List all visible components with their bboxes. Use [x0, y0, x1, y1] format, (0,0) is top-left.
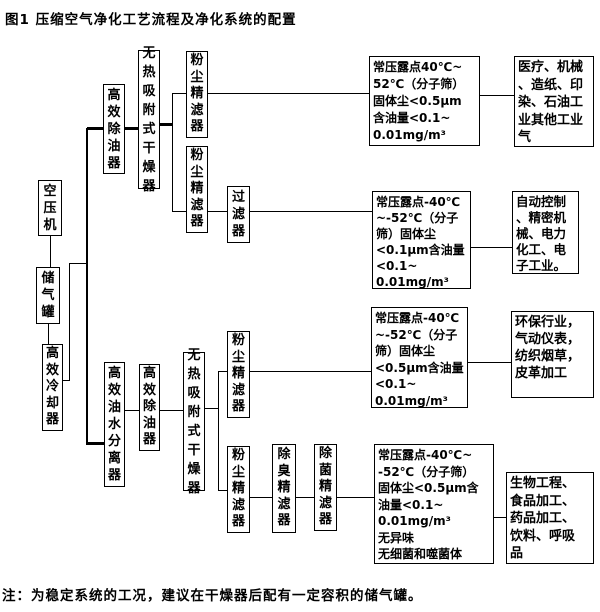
connector-line	[125, 127, 138, 130]
connector-line	[172, 93, 173, 212]
connector-line	[250, 497, 272, 498]
application-box-2: 自动控制 、精密机 械、电力 化工、电 子工业。	[512, 191, 579, 274]
connector-line	[250, 371, 371, 372]
figure-title: 图1 压缩空气净化工艺流程及净化系统的配置	[5, 12, 297, 28]
connector-line	[86, 128, 88, 444]
connector-line	[86, 442, 104, 445]
connector-line	[218, 371, 219, 490]
spec-box-2: 常压露点-40℃ ~-52℃（分子 筛）固体尘 <0.1μm含油量 <0.1~ …	[372, 191, 471, 289]
figure-note: 注：为稳定系统的工况，建议在干燥器后配有一定容积的储气罐。	[2, 588, 423, 604]
connector-line	[494, 517, 506, 518]
connector-line	[63, 380, 70, 381]
connector-line	[50, 236, 51, 267]
connector-line	[125, 410, 139, 411]
connector-line	[160, 410, 183, 411]
node-dust-fine-filter-3: 粉尘精滤器	[227, 331, 250, 418]
node-dust-fine-filter-4: 粉尘精滤器	[227, 446, 250, 533]
connector-line	[205, 408, 218, 409]
connector-line	[218, 371, 227, 372]
node-oil-remover-bottom: 高效除油器	[139, 364, 160, 451]
connector-line	[208, 93, 369, 94]
node-oil-water-separator: 高效油水分离器	[104, 362, 125, 487]
connector-line	[87, 127, 103, 130]
application-box-3: 环保行业， 气动仪表， 纺织烟草， 皮革加工	[511, 311, 594, 398]
connector-line	[208, 211, 227, 212]
application-box-1: 医疗、机械 、造纸、印 染、石油工 业其他工业 气	[514, 56, 594, 147]
spec-box-3: 常压露点-40℃ ~-52℃（分子 筛）固体尘 <0.5μm含油量 <0.1~ …	[371, 307, 468, 408]
connector-line	[160, 123, 172, 126]
node-heatless-adsorption-dryer-top: 无热吸附式干燥器	[138, 46, 160, 194]
node-sterilizing-fine-filter: 除菌精滤器	[314, 444, 337, 531]
spec-box-1: 常压露点40℃~ 52℃（分子筛） 固体尘<0.5μm 含油量<0.1~ 0.0…	[369, 56, 480, 146]
node-oil-remover-top: 高效除油器	[103, 84, 125, 174]
node-dust-fine-filter-1: 粉尘精滤器	[186, 51, 208, 138]
connector-line	[296, 497, 314, 498]
connector-line	[468, 362, 511, 363]
connector-line	[218, 490, 227, 491]
node-gas-storage-tank: 储气罐	[36, 267, 60, 324]
node-high-efficiency-cooler: 高效冷却器	[42, 344, 63, 431]
node-filter: 过滤器	[227, 186, 250, 243]
connector-line	[250, 211, 372, 212]
connector-line	[172, 211, 186, 212]
connector-line	[337, 497, 374, 498]
node-heatless-adsorption-dryer-bottom: 无热吸附式干燥器	[183, 348, 205, 496]
application-box-4: 生物工程、 食品加工、 药品加工、 饮料、呼吸 品	[506, 472, 594, 564]
node-deodorizing-fine-filter: 除臭精滤器	[272, 444, 296, 533]
connector-line	[48, 324, 49, 344]
node-dust-fine-filter-2: 粉尘精滤器	[186, 146, 208, 233]
connector-line	[69, 263, 88, 264]
spec-box-4: 常压露点-40℃~ -52℃（分子筛） 固体尘<0.5μm含 油量<0.1~ 0…	[374, 444, 494, 564]
connector-line	[172, 93, 186, 94]
node-air-compressor: 空压机	[38, 180, 62, 236]
connector-line	[69, 263, 70, 381]
connector-line	[471, 247, 512, 248]
connector-line	[480, 95, 514, 96]
